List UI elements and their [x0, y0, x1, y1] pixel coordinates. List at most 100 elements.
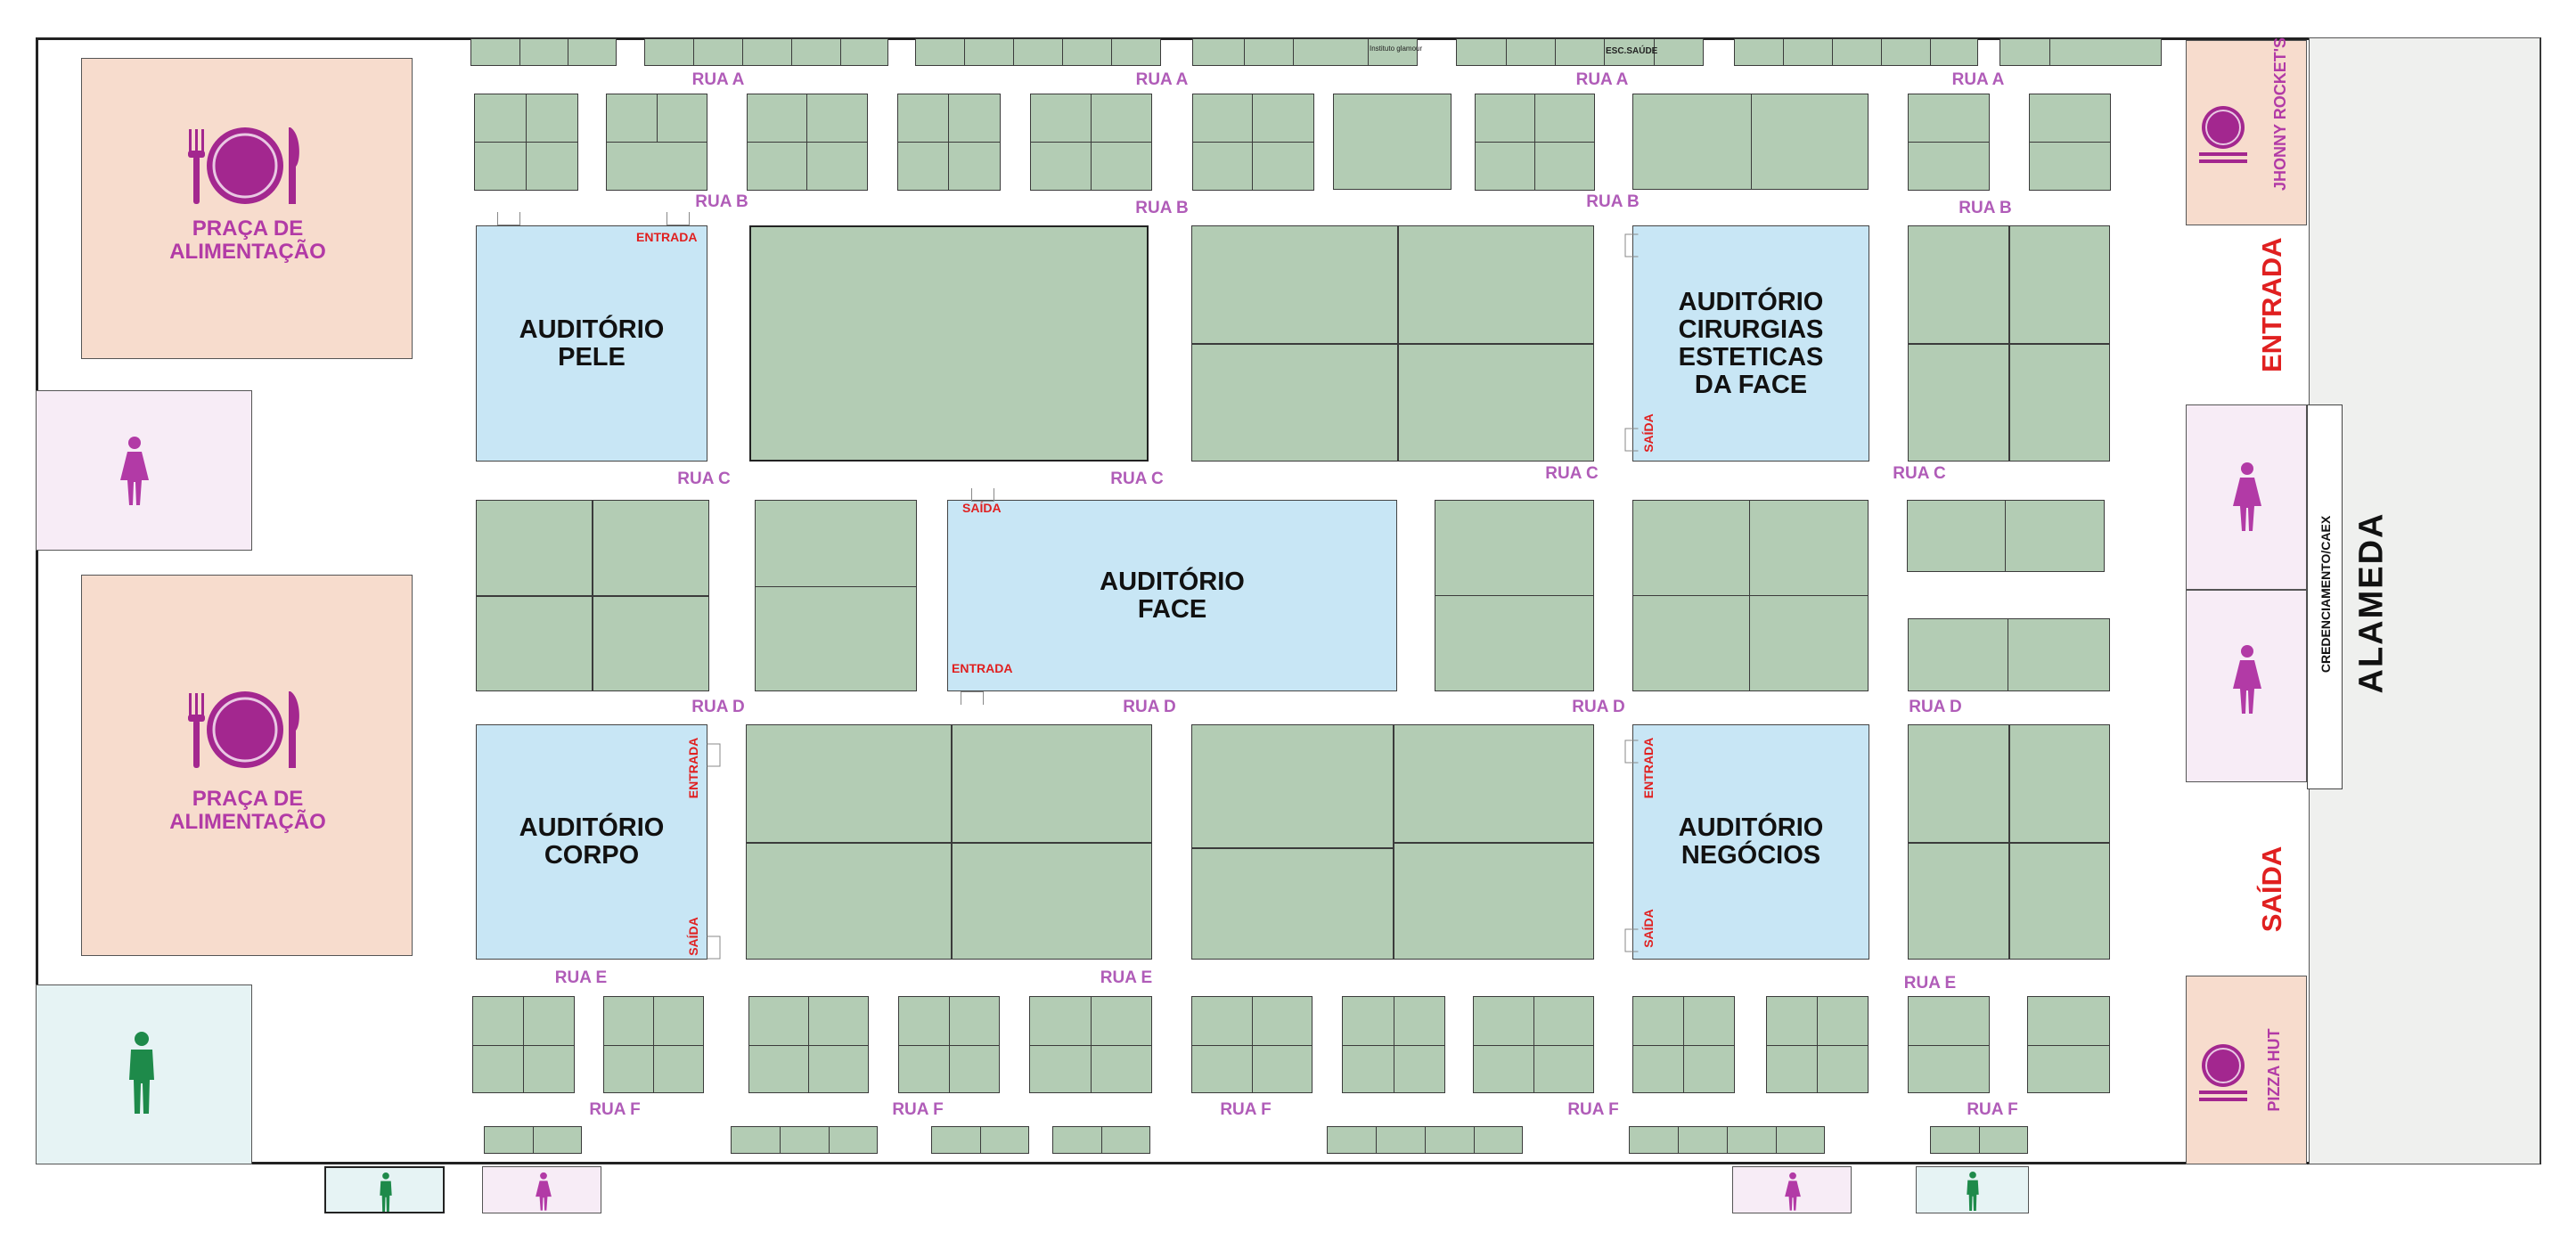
restroom-female-bottom-2[interactable]	[1732, 1166, 1852, 1213]
booth[interactable]	[644, 38, 888, 66]
booth[interactable]	[1783, 38, 1784, 66]
food-court-bottom[interactable]: PRAÇA DE ALIMENTAÇÃO	[81, 575, 413, 956]
food-court-top[interactable]: PRAÇA DE ALIMENTAÇÃO	[81, 58, 413, 359]
booth[interactable]	[829, 1126, 830, 1154]
door[interactable]	[707, 743, 721, 767]
booth[interactable]	[1342, 1045, 1445, 1046]
booth[interactable]	[1632, 94, 1869, 190]
booth[interactable]	[949, 996, 950, 1093]
booth[interactable]	[519, 38, 520, 66]
booth[interactable]	[1908, 618, 2110, 691]
booth[interactable]	[1192, 38, 1418, 66]
booth[interactable]	[1244, 38, 1245, 66]
booth[interactable]	[606, 142, 707, 143]
booth[interactable]	[653, 996, 654, 1093]
auditorium-negocios[interactable]: AUDITÓRIO NEGÓCIOS	[1632, 724, 1869, 960]
booth[interactable]	[1191, 343, 1594, 345]
auditorium-cirurgias[interactable]: AUDITÓRIO CIRURGIAS ESTETICAS DA FACE	[1632, 225, 1869, 462]
booth[interactable]	[1091, 996, 1092, 1093]
booth[interactable]	[2027, 1045, 2110, 1046]
booth[interactable]	[1908, 142, 1990, 143]
booth[interactable]	[1475, 142, 1595, 143]
door[interactable]	[1624, 428, 1639, 452]
restroom-female-bottom-1[interactable]	[482, 1166, 601, 1213]
booth[interactable]	[1776, 1126, 1777, 1154]
auditorium-corpo[interactable]: AUDITÓRIO CORPO	[476, 724, 707, 960]
booth[interactable]	[1101, 1126, 1102, 1154]
booth[interactable]	[1654, 38, 1655, 66]
booth[interactable]	[1979, 1126, 1980, 1154]
restroom-male-bottom-2[interactable]	[1916, 1166, 2029, 1213]
booth[interactable]	[533, 1126, 534, 1154]
restroom-female-right-2[interactable]	[2186, 590, 2307, 782]
booth[interactable]	[1832, 38, 1833, 66]
door[interactable]	[971, 488, 994, 502]
door[interactable]	[1624, 233, 1639, 257]
restroom-female-right-1[interactable]	[2186, 404, 2307, 590]
booth[interactable]	[1908, 842, 2110, 844]
booth[interactable]	[1533, 996, 1534, 1093]
booth[interactable]	[898, 1045, 1000, 1046]
door[interactable]	[961, 691, 984, 705]
booth[interactable]	[603, 1045, 704, 1046]
booth[interactable]	[1191, 1045, 1313, 1046]
booth[interactable]	[1908, 1045, 1990, 1046]
booth[interactable]	[476, 595, 709, 597]
booth-large[interactable]	[749, 225, 1149, 462]
booth[interactable]	[470, 38, 617, 66]
booth[interactable]	[657, 94, 658, 143]
booth[interactable]	[2027, 996, 2110, 1093]
booth[interactable]	[1817, 996, 1818, 1093]
booth[interactable]	[474, 142, 578, 143]
booth[interactable]	[746, 842, 1152, 844]
booth[interactable]	[1751, 94, 1752, 190]
booth[interactable]	[1734, 38, 1978, 66]
booth[interactable]	[1506, 38, 1507, 66]
booth[interactable]	[1555, 38, 1556, 66]
booth[interactable]	[1456, 38, 1704, 66]
door[interactable]	[1624, 739, 1639, 764]
auditorium-face[interactable]: AUDITÓRIO FACE	[947, 500, 1397, 691]
booth[interactable]	[1111, 38, 1112, 66]
booth[interactable]	[1727, 1126, 1728, 1154]
restroom-female-left[interactable]	[36, 390, 252, 551]
booth[interactable]	[1908, 343, 2110, 345]
booth[interactable]	[1604, 38, 1605, 66]
booth[interactable]	[897, 142, 1001, 143]
booth[interactable]	[791, 38, 792, 66]
booth[interactable]	[1062, 38, 1063, 66]
booth[interactable]	[980, 1126, 981, 1154]
booth[interactable]	[1029, 1045, 1152, 1046]
booth[interactable]	[2029, 142, 2111, 143]
booth[interactable]	[1252, 996, 1253, 1093]
booth[interactable]	[755, 500, 917, 691]
booth[interactable]	[1474, 1126, 1475, 1154]
booth[interactable]	[1191, 847, 1393, 849]
booth[interactable]	[2005, 500, 2006, 572]
restroom-male-bottom-1[interactable]	[324, 1166, 445, 1213]
booth[interactable]	[1881, 38, 1882, 66]
booth[interactable]	[840, 38, 841, 66]
door[interactable]	[497, 212, 520, 225]
booth[interactable]	[755, 586, 917, 587]
booth[interactable]	[808, 996, 809, 1093]
booth[interactable]	[1473, 1045, 1594, 1046]
booth[interactable]	[1030, 142, 1152, 143]
booth[interactable]	[1908, 996, 1990, 1093]
booth[interactable]	[1632, 1045, 1735, 1046]
auditorium-pele[interactable]: AUDITÓRIO PELE	[476, 225, 707, 462]
booth[interactable]	[472, 1045, 575, 1046]
door[interactable]	[666, 212, 690, 225]
door[interactable]	[1624, 928, 1639, 952]
booth[interactable]	[748, 1045, 869, 1046]
booth[interactable]	[693, 38, 694, 66]
restroom-male-left[interactable]	[36, 984, 252, 1164]
booth[interactable]	[731, 1126, 878, 1154]
booth[interactable]	[1293, 38, 1294, 66]
booth[interactable]	[1930, 38, 1931, 66]
booth[interactable]	[915, 38, 1161, 66]
booth[interactable]	[780, 1126, 781, 1154]
restaurant-pizza-hut[interactable]: PIZZA HUT	[2186, 976, 2307, 1164]
booth[interactable]	[964, 38, 965, 66]
booth[interactable]	[1376, 1126, 1377, 1154]
